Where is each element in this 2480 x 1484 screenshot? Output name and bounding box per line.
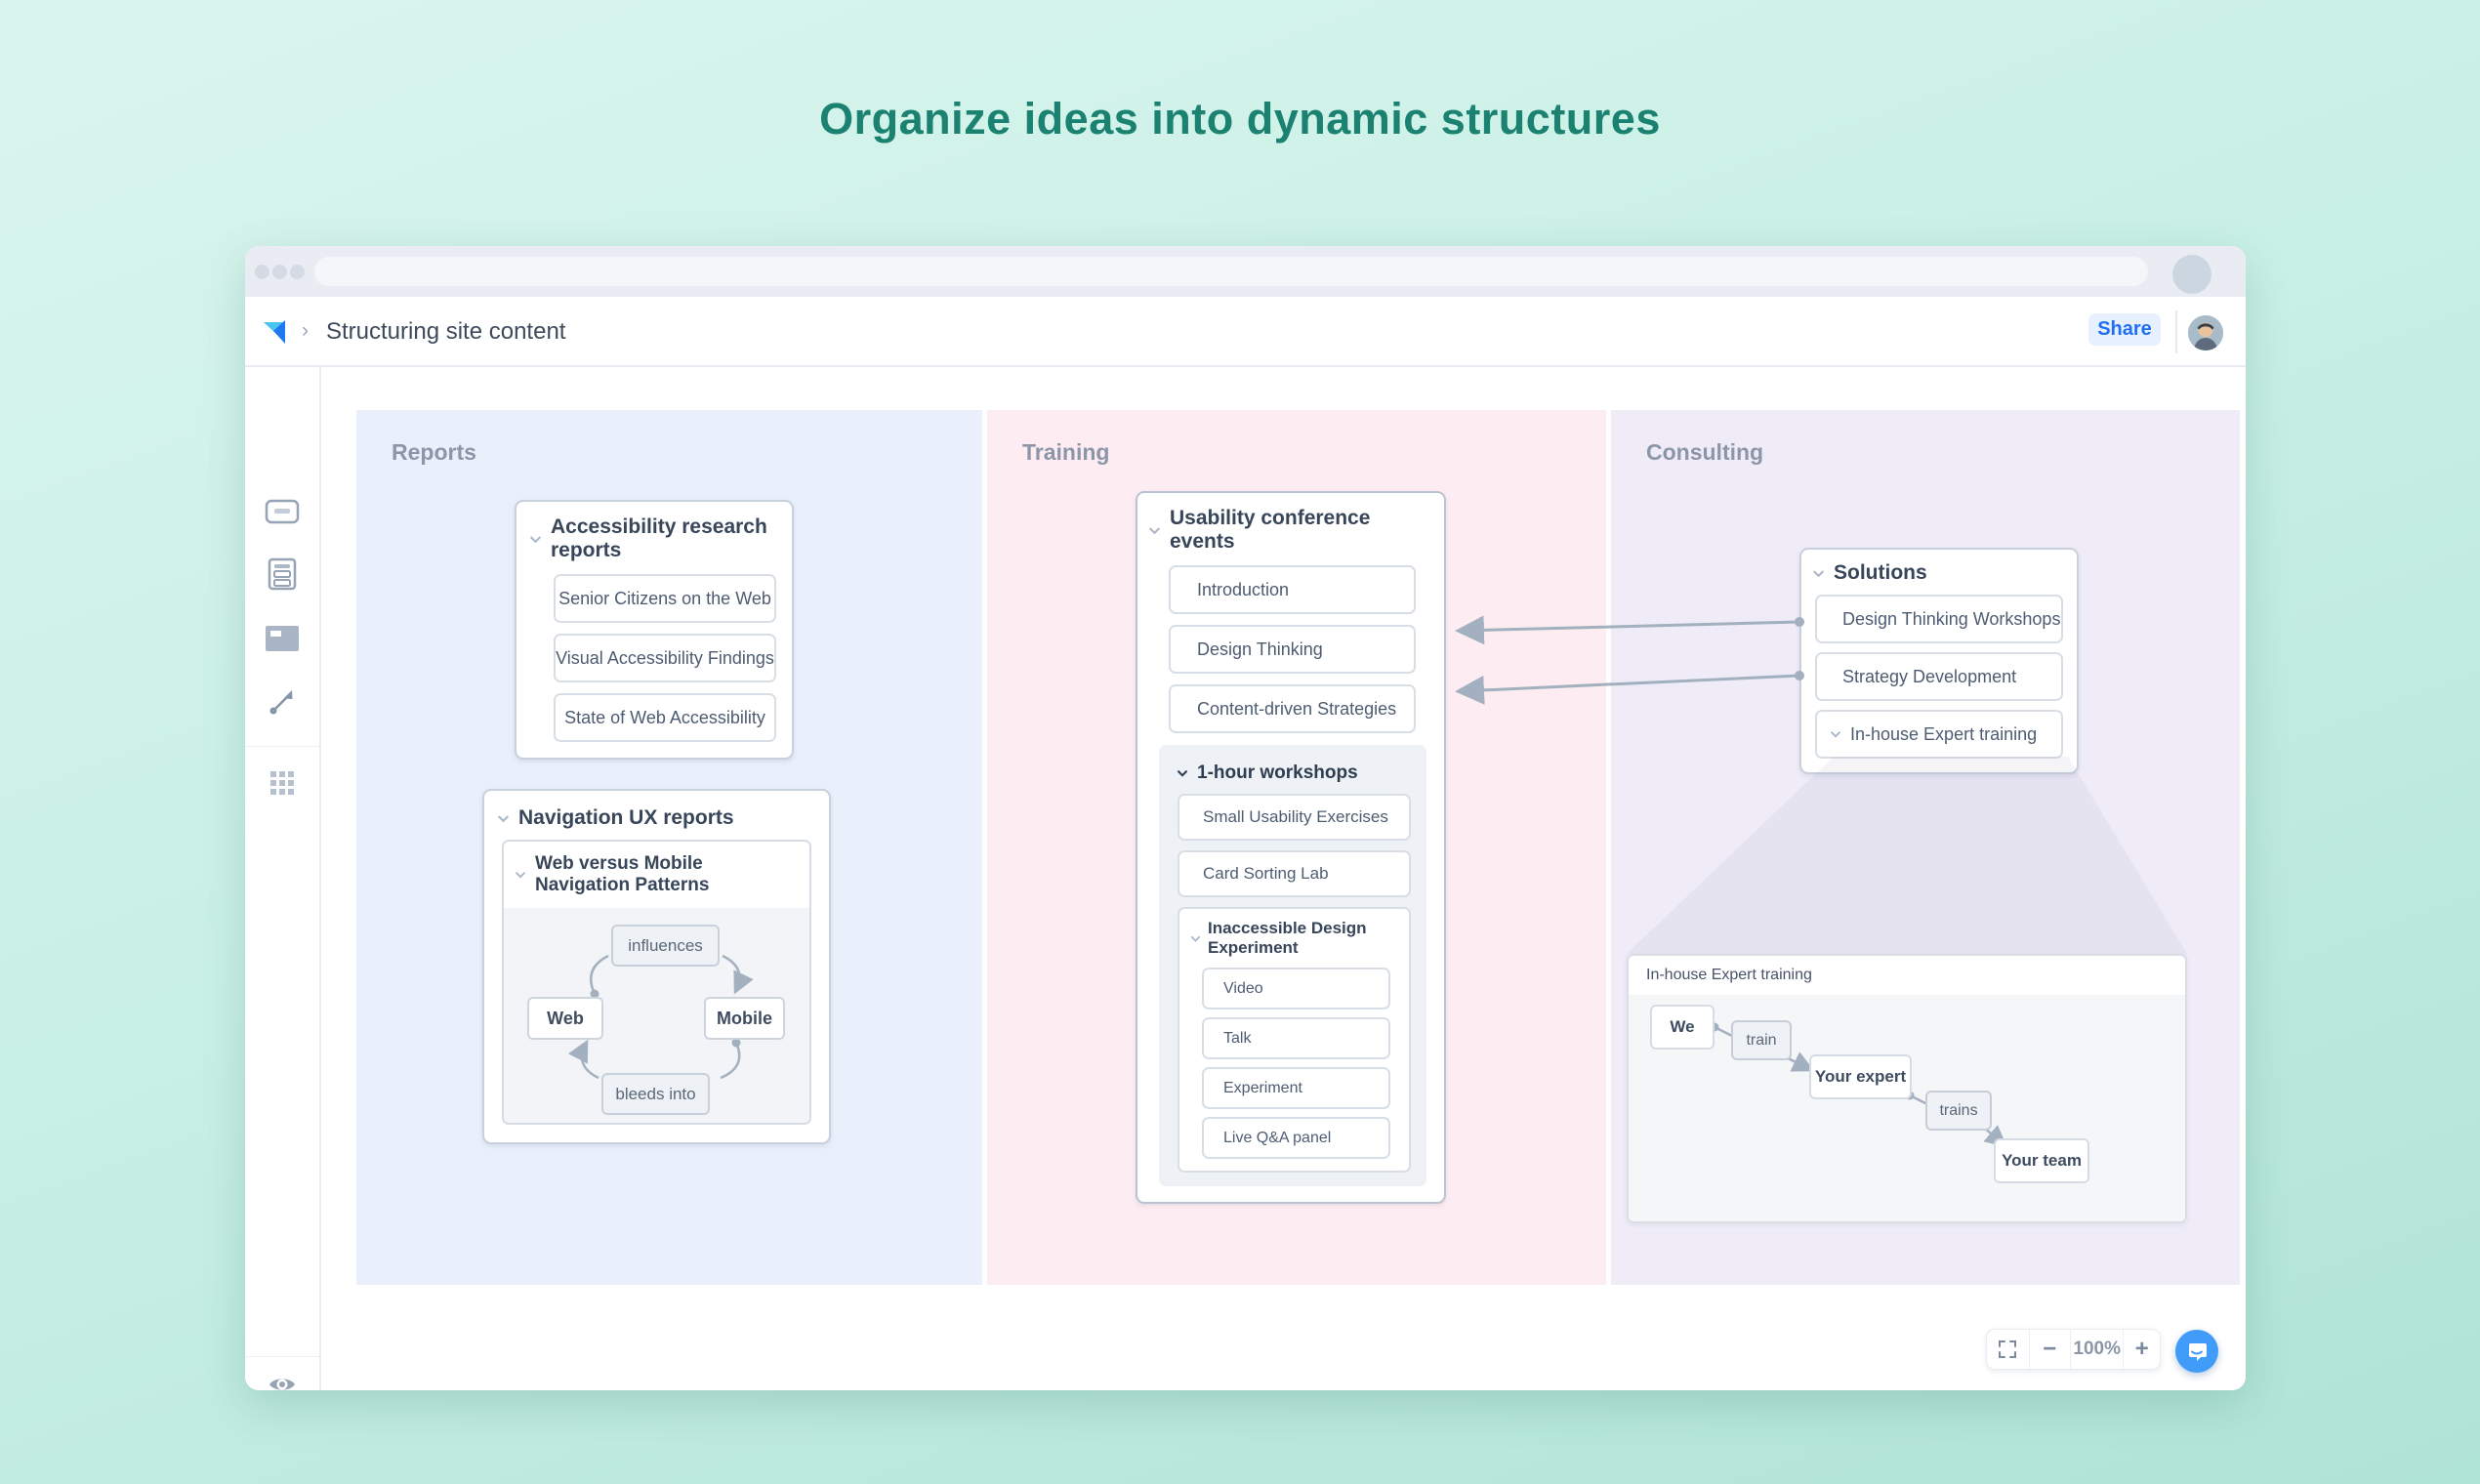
chevron-down-icon	[530, 536, 541, 543]
chat-bubble-icon	[2189, 1343, 2207, 1361]
column-reports: Reports Accessibility research reports S…	[356, 410, 982, 1285]
card-accessibility-reports[interactable]: Accessibility research reports Senior Ci…	[515, 500, 794, 760]
browser-chrome	[245, 246, 2246, 297]
document-canvas: Reports Accessibility research reports S…	[321, 367, 2246, 1390]
section-title: 1-hour workshops	[1197, 763, 1358, 783]
chevron-down-icon	[1831, 731, 1840, 738]
outline-tool-icon[interactable]	[245, 547, 319, 601]
browser-profile-icon	[2172, 255, 2211, 294]
node-item-strategy-development[interactable]: Strategy Development	[1815, 652, 2063, 701]
diagram-node-bleeds-into[interactable]: bleeds into	[601, 1073, 710, 1115]
train-node-your-expert[interactable]: Your expert	[1809, 1054, 1912, 1099]
zoom-in-button[interactable]: +	[2123, 1330, 2160, 1369]
column-label: Training	[1022, 439, 1110, 465]
diagram-node-influences[interactable]: influences	[611, 925, 720, 967]
app-header: › Structuring site content Share	[245, 297, 2246, 367]
node-item-design-thinking[interactable]: Design Thinking	[1169, 625, 1416, 674]
node-item[interactable]: State of Web Accessibility	[554, 693, 776, 742]
train-node-train[interactable]: train	[1731, 1020, 1792, 1060]
chevron-down-icon	[1149, 527, 1160, 534]
zoom-level: 100%	[2070, 1330, 2123, 1369]
chevron-down-icon	[1813, 570, 1824, 577]
grid-tool-icon[interactable]	[245, 756, 319, 810]
page-headline: Organize ideas into dynamic structures	[819, 94, 1661, 144]
column-label: Consulting	[1646, 439, 1764, 465]
node-item[interactable]: Small Usability Exercises	[1178, 794, 1411, 841]
chevron-down-icon	[1190, 935, 1201, 942]
traffic-light-icon	[290, 265, 305, 279]
connector-tool-icon[interactable]	[245, 674, 319, 728]
board-tool-icon[interactable]	[245, 611, 319, 666]
card-title: Usability conference events	[1170, 507, 1371, 553]
fit-screen-button[interactable]	[1987, 1330, 2029, 1369]
card-usability-conference[interactable]: Usability conference events Introduction…	[1136, 491, 1446, 1204]
panel-inhouse-expert-training: In-house Expert training We	[1627, 954, 2187, 1223]
app-logo-icon	[264, 320, 285, 344]
diagram-node-mobile[interactable]: Mobile	[704, 997, 785, 1040]
node-item-inhouse-expert-training[interactable]: In-house Expert training	[1815, 710, 2063, 759]
card-title: Inaccessible Design Experiment	[1208, 919, 1367, 957]
document-title: Structuring site content	[326, 318, 566, 345]
card-navigation-ux[interactable]: Navigation UX reports Web versus Mobile …	[482, 789, 831, 1144]
card-title: Solutions	[1834, 561, 1927, 584]
node-item[interactable]: Card Sorting Lab	[1178, 850, 1411, 897]
chevron-down-icon	[498, 815, 509, 822]
column-label: Reports	[392, 439, 476, 465]
breadcrumb-chevron-icon: ›	[302, 319, 309, 342]
chevron-down-icon	[516, 872, 525, 879]
card-inaccessible-experiment[interactable]: Inaccessible Design Experiment Video Tal…	[1178, 907, 1411, 1173]
section-1-hour-workshops[interactable]: 1-hour workshops Small Usability Exercis…	[1159, 745, 1426, 1186]
node-item[interactable]: Senior Citizens on the Web	[554, 574, 776, 623]
tool-sidebar	[245, 367, 321, 1390]
panel-title: In-house Expert training	[1629, 956, 2185, 995]
url-bar[interactable]	[314, 257, 2148, 286]
zoom-toolbar: − 100% +	[1986, 1329, 2161, 1370]
node-item[interactable]: Talk	[1202, 1017, 1390, 1059]
card-solutions[interactable]: Solutions Design Thinking Workshops Stra…	[1799, 548, 2079, 774]
share-button[interactable]: Share	[2088, 313, 2161, 346]
train-node-trains[interactable]: trains	[1925, 1091, 1992, 1131]
sidebar-divider	[245, 1356, 319, 1357]
node-item[interactable]: Experiment	[1202, 1067, 1390, 1109]
node-item-content-strategies[interactable]: Content-driven Strategies	[1169, 684, 1416, 733]
node-item-design-thinking-workshops[interactable]: Design Thinking Workshops	[1815, 595, 2063, 643]
node-item[interactable]: Visual Accessibility Findings	[554, 634, 776, 682]
eye-tool-icon[interactable]	[245, 1357, 319, 1390]
traffic-light-icon	[272, 265, 287, 279]
column-training: Training Usability conference events Int…	[987, 410, 1606, 1285]
node-item[interactable]: Live Q&A panel	[1202, 1117, 1390, 1159]
expand-icon	[1999, 1340, 2017, 1358]
card-title: Accessibility research reports	[551, 515, 767, 561]
user-avatar[interactable]	[2188, 315, 2223, 350]
train-diagram: We train Your expert trains Your team	[1629, 995, 2185, 1221]
card-title: Navigation UX reports	[518, 806, 734, 829]
zoom-out-button[interactable]: −	[2028, 1330, 2071, 1369]
browser-window: › Structuring site content Share	[245, 246, 2246, 1390]
chevron-down-icon	[1178, 770, 1187, 777]
card-title: Web versus Mobile Navigation Patterns	[535, 853, 710, 895]
card-web-vs-mobile[interactable]: Web versus Mobile Navigation Patterns	[502, 840, 811, 1125]
node-tool-icon[interactable]	[245, 484, 319, 539]
train-node-your-team[interactable]: Your team	[1994, 1138, 2089, 1183]
cycle-diagram: influences Web Mobile bleeds into	[504, 908, 809, 1123]
node-item-label: In-house Expert training	[1850, 723, 2038, 744]
diagram-node-web[interactable]: Web	[527, 997, 603, 1040]
node-item[interactable]: Introduction	[1169, 565, 1416, 614]
node-item[interactable]: Video	[1202, 968, 1390, 1010]
traffic-light-icon	[255, 265, 269, 279]
chat-launcher-button[interactable]	[2175, 1330, 2218, 1373]
train-node-we[interactable]: We	[1650, 1005, 1715, 1050]
sidebar-divider	[245, 746, 319, 747]
header-divider	[2175, 310, 2177, 353]
